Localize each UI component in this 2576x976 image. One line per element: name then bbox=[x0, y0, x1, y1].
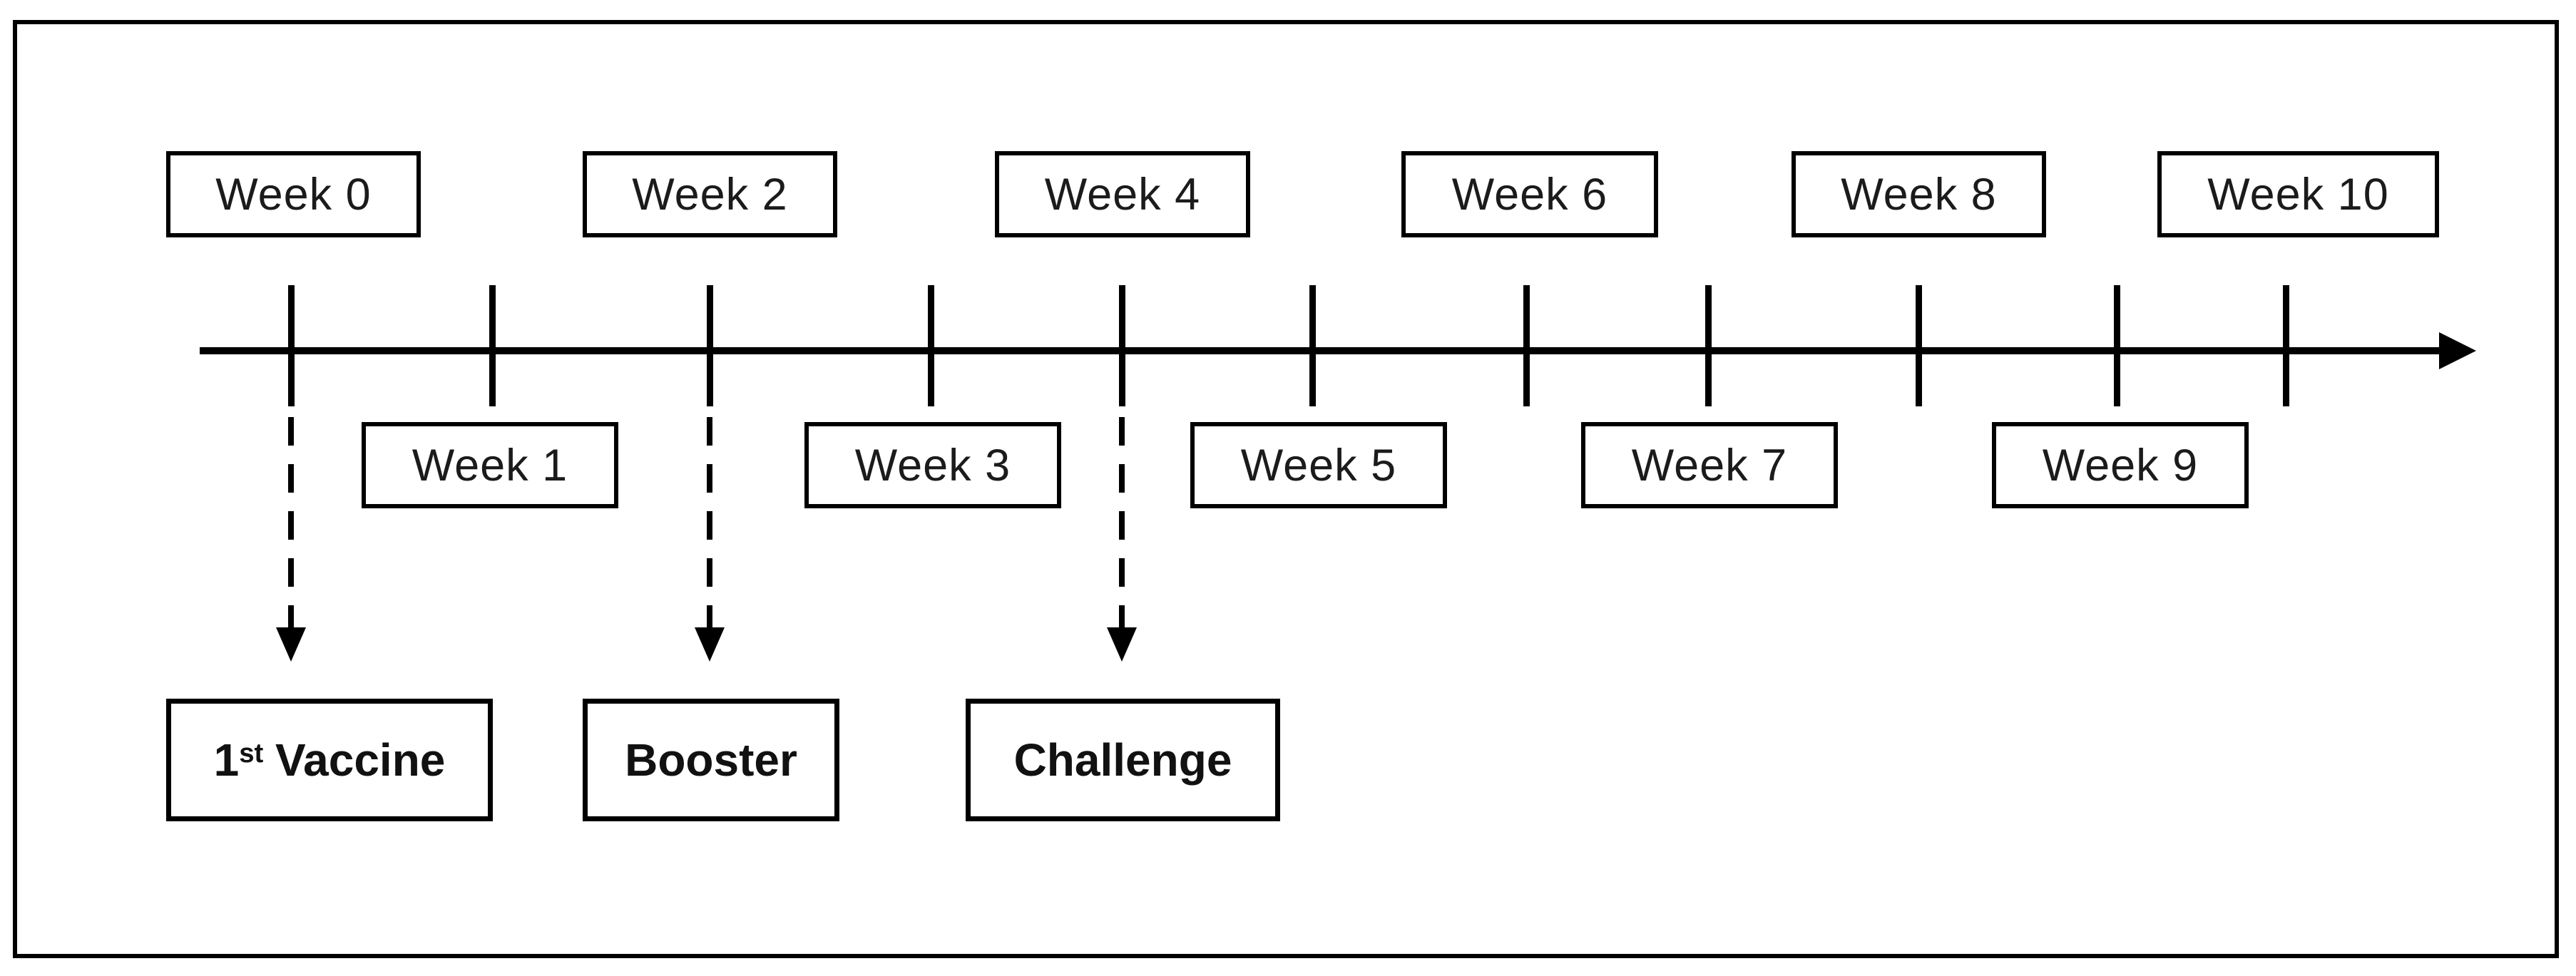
week-7-label: Week 7 bbox=[1631, 440, 1788, 490]
week-6-label: Week 6 bbox=[1451, 169, 1608, 220]
week-2-label-box: Week 2 bbox=[583, 151, 837, 237]
event-label-challenge: Challenge bbox=[1013, 734, 1232, 786]
week-4-label-box: Week 4 bbox=[995, 151, 1250, 237]
down-arrow-week-0-head-icon bbox=[276, 627, 306, 662]
week-4-label: Week 4 bbox=[1044, 169, 1201, 220]
timeline-axis-arrowhead-icon bbox=[2439, 332, 2476, 369]
tick-week-6 bbox=[1523, 285, 1530, 406]
first-vaccine-word: Vaccine bbox=[275, 734, 446, 786]
tick-week-4 bbox=[1119, 285, 1125, 406]
timeline-axis-line bbox=[200, 347, 2443, 354]
event-label-booster: Booster bbox=[625, 734, 797, 786]
first-vaccine-ordinal: st bbox=[239, 737, 264, 769]
down-arrow-week-2-head-icon bbox=[695, 627, 725, 662]
week-8-label: Week 8 bbox=[1841, 169, 1997, 220]
week-5-label-box: Week 5 bbox=[1190, 422, 1447, 508]
week-0-label-box: Week 0 bbox=[166, 151, 421, 237]
tick-week-5 bbox=[1309, 285, 1316, 406]
tick-week-8 bbox=[1916, 285, 1922, 406]
week-6-label-box: Week 6 bbox=[1401, 151, 1658, 237]
week-5-label: Week 5 bbox=[1240, 440, 1397, 490]
week-10-label: Week 10 bbox=[2207, 169, 2389, 220]
week-1-label-box: Week 1 bbox=[362, 422, 618, 508]
first-vaccine-number: 1 bbox=[213, 734, 240, 786]
week-7-label-box: Week 7 bbox=[1581, 422, 1838, 508]
tick-week-7 bbox=[1705, 285, 1712, 406]
event-box-booster: Booster bbox=[583, 699, 839, 821]
event-box-challenge: Challenge bbox=[966, 699, 1280, 821]
tick-week-1 bbox=[489, 285, 496, 406]
down-arrow-week-0-line bbox=[288, 417, 294, 630]
week-3-label-box: Week 3 bbox=[804, 422, 1061, 508]
week-9-label: Week 9 bbox=[2042, 440, 2199, 490]
event-box-first-vaccine: 1st Vaccine bbox=[166, 699, 493, 821]
week-8-label-box: Week 8 bbox=[1792, 151, 2046, 237]
tick-week-3 bbox=[928, 285, 934, 406]
week-0-label: Week 0 bbox=[215, 169, 372, 220]
week-2-label: Week 2 bbox=[632, 169, 788, 220]
down-arrow-week-2-line bbox=[707, 417, 712, 630]
week-9-label-box: Week 9 bbox=[1992, 422, 2249, 508]
tick-week-10 bbox=[2283, 285, 2289, 406]
week-3-label: Week 3 bbox=[854, 440, 1011, 490]
down-arrow-week-4-head-icon bbox=[1107, 627, 1137, 662]
down-arrow-week-4-line bbox=[1119, 417, 1125, 630]
week-10-label-box: Week 10 bbox=[2157, 151, 2439, 237]
tick-week-0 bbox=[288, 285, 295, 406]
tick-week-2 bbox=[707, 285, 713, 406]
week-1-label: Week 1 bbox=[412, 440, 568, 490]
tick-week-9 bbox=[2114, 285, 2120, 406]
event-label-first-vaccine: 1st Vaccine bbox=[214, 734, 446, 786]
